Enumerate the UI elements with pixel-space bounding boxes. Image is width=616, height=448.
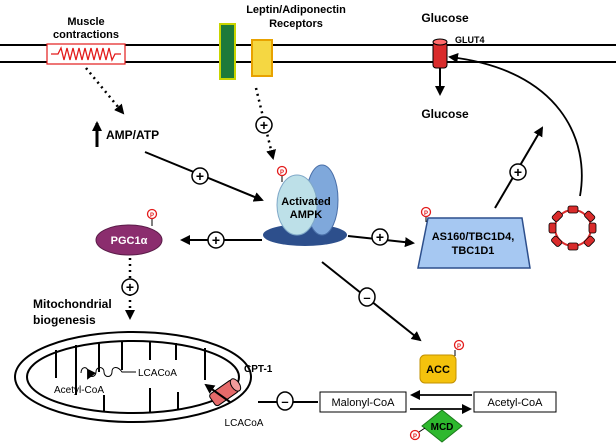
minus-acc: –	[358, 287, 376, 307]
svg-text:P: P	[413, 434, 417, 440]
receptors-label-2: Receptors	[269, 18, 323, 30]
svg-text:+: +	[260, 117, 268, 133]
glut4-label: GLUT4	[455, 35, 485, 45]
cpt1-label: CPT-1	[244, 364, 273, 375]
svg-text:P: P	[280, 170, 284, 176]
svg-text:+: +	[212, 232, 220, 248]
plus-as160: +	[371, 228, 389, 246]
glut4-channel	[432, 38, 448, 69]
plus-amp: +	[191, 167, 209, 185]
muscle-contractions-label-1: Muscle	[67, 16, 104, 28]
acetyl-coa-label: Acetyl-CoA	[487, 397, 543, 409]
minus-cpt1: –	[276, 391, 294, 411]
amp-atp: AMP/ATP	[92, 121, 159, 147]
mito-label-2: biogenesis	[33, 313, 96, 327]
amp-atp-label: AMP/ATP	[106, 128, 159, 142]
glut4-transport: Glucose GLUT4 Glucose	[421, 11, 484, 121]
malonyl-coa-label: Malonyl-CoA	[332, 397, 396, 409]
plus-mito: +	[121, 278, 139, 296]
glucose-top-label: Glucose	[421, 11, 469, 25]
glucose-bottom-label: Glucose	[421, 107, 469, 121]
activated-ampk: Activated AMPK P	[263, 164, 347, 246]
ampk-label-1: Activated	[281, 196, 331, 208]
svg-text:P: P	[150, 213, 154, 219]
mito-label-1: Mitochondrial	[33, 297, 112, 311]
cpt1-channel	[209, 378, 242, 407]
receptors: Leptin/Adiponectin Receptors	[219, 4, 346, 80]
cpt1-transport-arrow	[204, 383, 231, 403]
mitochondrion: LCACoA Acetyl-CoA	[14, 331, 252, 423]
mcd-phospho-icon: P	[409, 427, 426, 441]
ampk-phospho-icon: P	[276, 165, 288, 182]
as160-phospho-icon: P	[420, 206, 432, 222]
acc: ACC P	[419, 339, 465, 384]
acetyl-coa: Acetyl-CoA	[473, 391, 557, 413]
leptin-receptor	[219, 23, 236, 80]
vesicle-translocation-arrow	[448, 52, 583, 197]
acc-phospho-icon: P	[453, 339, 465, 356]
as160-label-1: AS160/TBC1D4,	[432, 231, 515, 243]
svg-text:+: +	[126, 279, 134, 295]
plus-receptor: +	[255, 116, 273, 134]
as160-label-2: TBC1D1	[452, 245, 495, 257]
contraction-dotted-arrow	[85, 67, 125, 115]
contraction-wave-icon	[51, 46, 121, 62]
svg-text:P: P	[457, 344, 461, 350]
mcd: MCD P	[409, 409, 463, 443]
receptors-label-1: Leptin/Adiponectin	[246, 4, 346, 16]
pgc1a-label: PGC1α	[111, 235, 148, 247]
muscle-contractions-label-2: contractions	[53, 29, 119, 41]
svg-text:–: –	[281, 394, 288, 409]
muscle-contractions: Muscle contractions	[46, 16, 126, 65]
svg-text:+: +	[376, 229, 384, 245]
pgc1a-phospho-icon: P	[146, 208, 158, 226]
svg-text:P: P	[424, 211, 428, 217]
as160-tbc1d4-tbc1d1: AS160/TBC1D4, TBC1D1 P	[417, 206, 531, 269]
lcacoa-inner-label: LCACoA	[138, 368, 177, 379]
malonyl-coa: Malonyl-CoA	[319, 391, 407, 413]
ampk-label-2: AMPK	[290, 209, 322, 221]
svg-text:+: +	[196, 168, 204, 184]
glut4-vesicle-icon	[548, 205, 597, 251]
cpt1: CPT-1 LCACoA	[204, 364, 273, 429]
plus-as160-glut4: +	[509, 163, 527, 181]
svg-text:–: –	[363, 290, 370, 305]
acetylcoa-inner-label: Acetyl-CoA	[54, 385, 104, 396]
pgc1a: PGC1α P	[95, 208, 163, 256]
mcd-label: MCD	[431, 422, 454, 433]
svg-text:+: +	[514, 164, 522, 180]
adiponectin-receptor	[251, 39, 273, 77]
lcacoa-outer-label: LCACoA	[225, 418, 264, 429]
acc-label: ACC	[426, 364, 450, 376]
plus-pgc1a: +	[207, 231, 225, 249]
